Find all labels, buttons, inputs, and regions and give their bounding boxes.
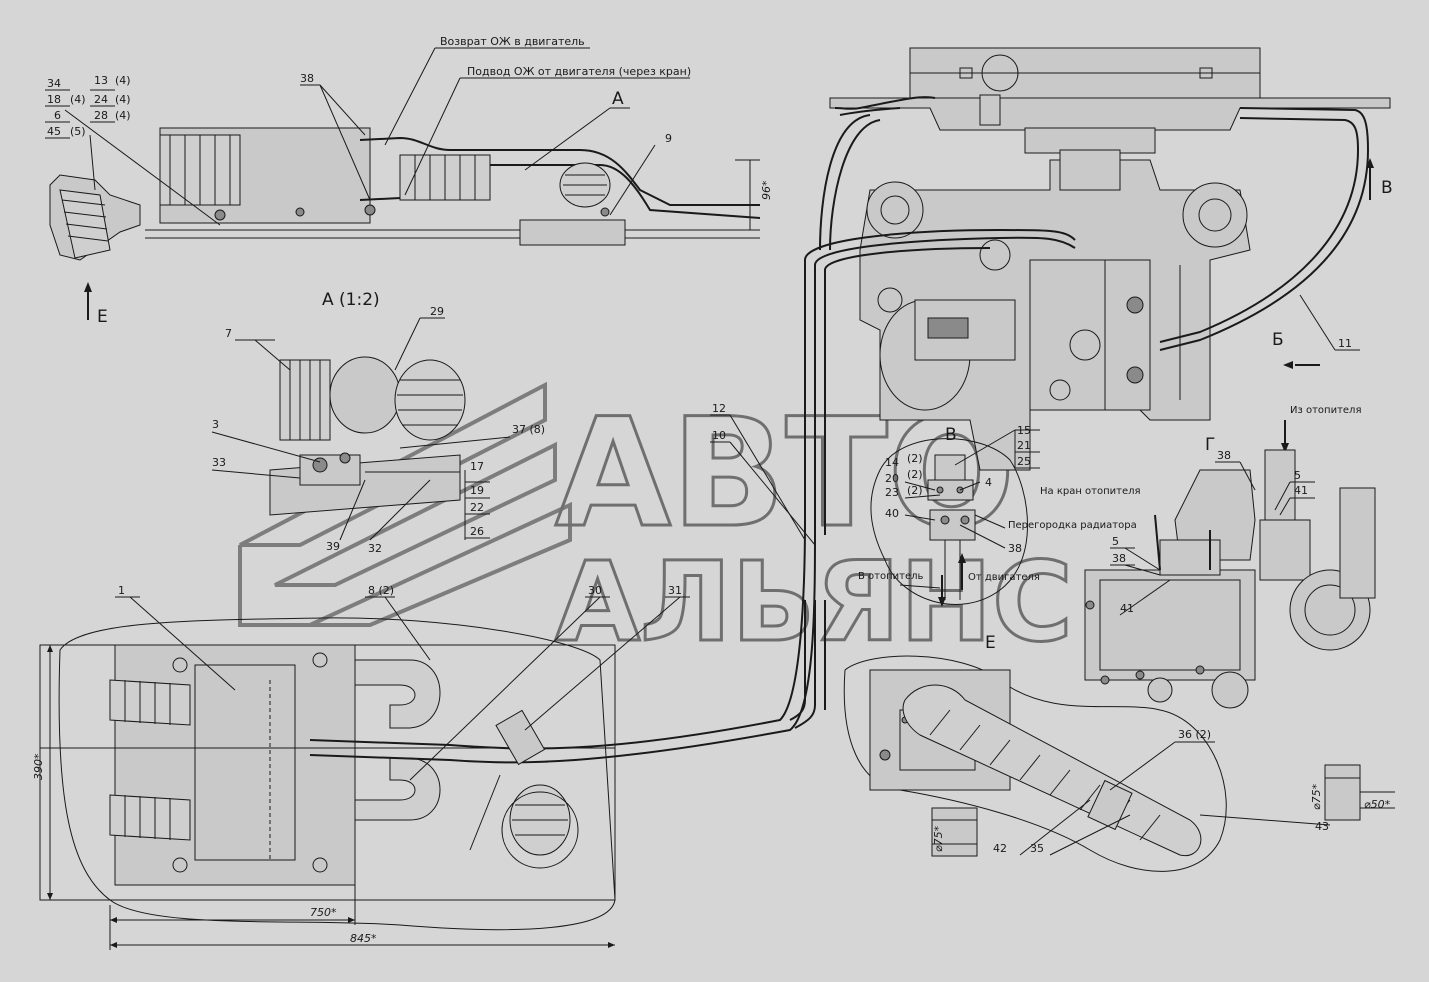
caption-radiator-partition: Перегородка радиатора	[1008, 520, 1137, 531]
dim-d75-right: ⌀75*	[1310, 783, 1323, 810]
label-4: 4	[985, 476, 992, 489]
caption-view-v: В	[1381, 178, 1393, 198]
caption-view-e2: Е	[985, 633, 996, 653]
label-1: 1	[118, 584, 125, 597]
dim-d75-left: ⌀75*	[932, 825, 945, 852]
table-cell-24: 24	[94, 93, 108, 106]
label-25: 25	[1017, 455, 1031, 468]
label-20-qty: (2)	[907, 468, 923, 481]
dim-750: 750*	[310, 906, 337, 919]
label-43: 43	[1315, 820, 1329, 833]
dim-845: 845*	[350, 932, 377, 945]
label-38-c: 38	[1112, 552, 1126, 565]
label-37: 37 (8)	[512, 423, 545, 436]
table-cell-45-qty: (5)	[70, 125, 86, 138]
label-14: 14	[885, 456, 899, 469]
table-cell-28: 28	[94, 109, 108, 122]
label-40: 40	[885, 507, 899, 520]
label-36: 36 (2)	[1178, 728, 1211, 741]
caption-to-heater-valve: На кран отопителя	[1040, 486, 1141, 497]
label-38-v: 38	[1008, 542, 1022, 555]
caption-return-coolant: Возврат ОЖ в двигатель	[440, 35, 585, 48]
side-view-assembly	[49, 47, 761, 261]
label-21: 21	[1017, 439, 1031, 452]
label-31: 31	[668, 584, 682, 597]
label-5-g: 5	[1294, 469, 1301, 482]
table-cell-18: 18	[47, 93, 61, 106]
label-17: 17	[470, 460, 484, 473]
label-33: 33	[212, 456, 226, 469]
caption-view-a: А	[612, 89, 624, 109]
label-20: 20	[885, 472, 899, 485]
table-cell-34: 34	[47, 77, 61, 90]
table-cell-28-qty: (4)	[115, 109, 131, 122]
view-arrow-e	[84, 282, 92, 320]
label-42: 42	[993, 842, 1007, 855]
caption-view-b: Б	[1272, 330, 1284, 350]
dim-96: 96*	[760, 180, 773, 200]
dim-390: 390*	[32, 753, 45, 780]
duct-view	[843, 655, 1395, 872]
plan-view-assembly	[39, 519, 816, 950]
label-32: 32	[368, 542, 382, 555]
label-11: 11	[1338, 337, 1352, 350]
label-35: 35	[1030, 842, 1044, 855]
label-41-g: 41	[1294, 484, 1308, 497]
label-38-top: 38	[300, 72, 314, 85]
label-7: 7	[225, 327, 232, 340]
caption-view-a-scale: А (1:2)	[322, 290, 380, 310]
table-cell-13-qty: (4)	[115, 74, 131, 87]
caption-from-heater: Из отопителя	[1290, 405, 1361, 416]
label-30: 30	[588, 584, 602, 597]
label-22: 22	[470, 501, 484, 514]
label-38-g: 38	[1217, 449, 1231, 462]
engine-assembly	[710, 47, 1391, 729]
caption-view-g: Г	[1205, 435, 1215, 455]
detail-v	[870, 429, 1040, 607]
label-23-qty: (2)	[907, 484, 923, 497]
caption-to-heater: В отопитель	[858, 571, 924, 582]
label-41-c: 41	[1120, 602, 1134, 615]
caption-view-e: Е	[97, 307, 108, 327]
detail-g	[1084, 420, 1376, 709]
table-cell-13: 13	[94, 74, 108, 87]
label-12: 12	[712, 402, 726, 415]
label-8: 8 (2)	[368, 584, 394, 597]
table-cell-24-qty: (4)	[115, 93, 131, 106]
caption-view-v2: В	[945, 425, 957, 445]
label-39: 39	[326, 540, 340, 553]
label-10: 10	[712, 429, 726, 442]
caption-supply-coolant: Подвод ОЖ от двигателя (через кран)	[467, 65, 691, 78]
label-3: 3	[212, 418, 219, 431]
caption-from-engine: От двигателя	[968, 572, 1040, 583]
table-cell-18-qty: (4)	[70, 93, 86, 106]
label-9: 9	[665, 132, 672, 145]
parts-table-top-left: 34 13 (4) 18 (4) 24 (4) 6 28 (4) 45 (5)	[45, 74, 131, 139]
detail-a-assembly	[211, 317, 511, 541]
label-14-qty: (2)	[907, 452, 923, 465]
watermark-logo	[238, 381, 572, 627]
label-19: 19	[470, 484, 484, 497]
label-29: 29	[430, 305, 444, 318]
label-23: 23	[885, 486, 899, 499]
dim-d50: ⌀50*	[1364, 798, 1391, 811]
label-26: 26	[470, 525, 484, 538]
table-cell-6: 6	[54, 109, 61, 122]
label-5-c: 5	[1112, 535, 1119, 548]
table-cell-45: 45	[47, 125, 61, 138]
label-15: 15	[1017, 424, 1031, 437]
